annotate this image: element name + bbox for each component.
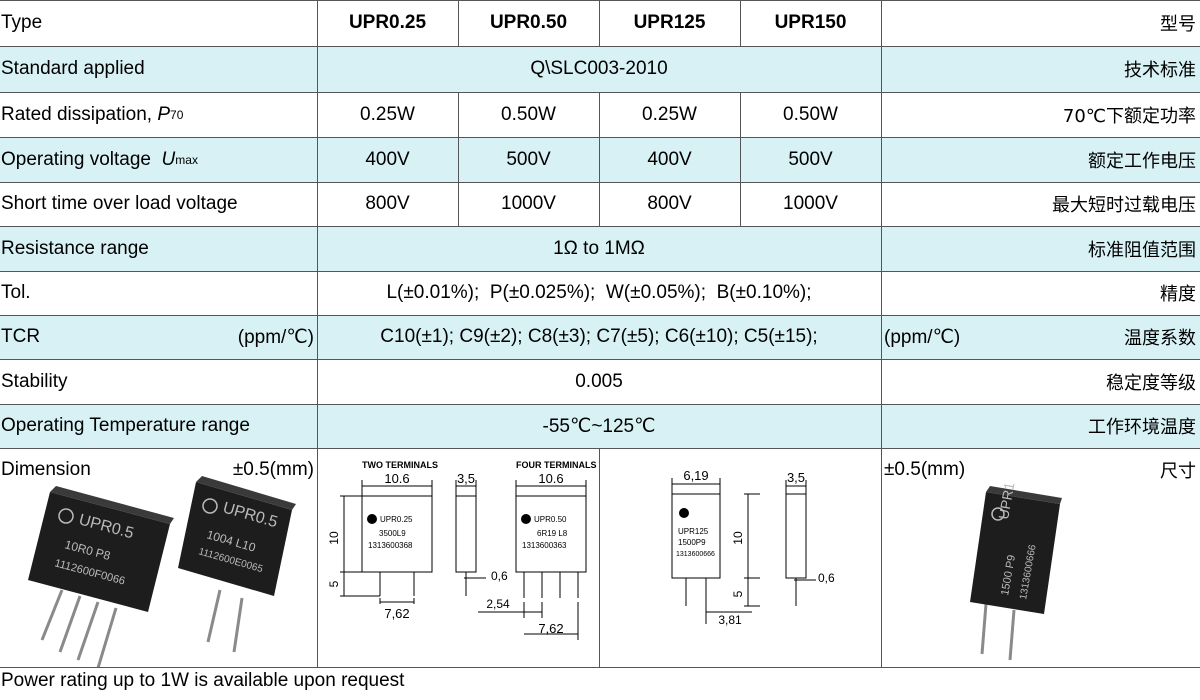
tcr-cn: 温度系数 [1124,328,1196,349]
short-label: Short time over load voltage [1,193,238,214]
short-value: 800V [365,193,410,214]
row-type: Type UPR0.25 UPR0.50 UPR125 UPR150 型号 [0,0,1200,46]
dimension-unit-right: ±0.5(mm) [884,459,966,480]
tcr-label: TCR [1,326,41,347]
opvolt-value: 500V [788,148,833,170]
dimension-drawing-upr025-050: TWO TERMINALS FOUR TERMINALS 10.6 3,5 10… [327,460,597,640]
short-value: 800V [647,193,692,214]
row-resistance: Resistance range 1Ω to 1MΩ 标准阻值范围 [0,226,1200,271]
short-cn: 最大短时过载电压 [1052,195,1196,216]
row-tol: Tol. L(±0.01%); P(±0.025%); W(±0.05%); B… [0,271,1200,315]
standard-label: Standard applied [1,58,145,79]
drawing-title-two: TWO TERMINALS [362,460,438,470]
row-tcr: TCR (ppm/℃) C10(±1); C9(±2); C8(±3); C7(… [0,315,1200,359]
label-two-line3: 1313600368 [368,541,413,550]
dimension-drawing-upr125-150: 6,19 3,5 10 5 0,6 3,81 UPR125 1500P9 131… [671,468,835,627]
dim-depth-upr125: 3,5 [787,470,805,485]
rated-subscript: 70 [170,107,184,122]
drawing-title-four: FOUR TERMINALS [516,460,597,470]
short-value: 1000V [783,193,838,214]
label-two-line2: 3500L9 [379,529,406,538]
dim-depth: 3,5 [457,471,475,486]
label-upr125-line2: 1500P9 [678,538,706,547]
dim-width-upr125: 6,19 [683,468,708,483]
rated-value: 0.50W [783,103,838,125]
label-upr125-line1: UPR125 [678,527,709,536]
row-standard: Standard applied Q\SLC003-2010 技术标准 [0,46,1200,92]
row-temp: Operating Temperature range -55℃~125℃ 工作… [0,404,1200,448]
rated-value: 0.25W [642,103,697,125]
model-upr025: UPR0.25 [348,12,427,33]
dimension-label: Dimension [1,459,91,480]
label-two-line1: UPR0.25 [380,515,413,524]
footer-note: Power rating up to 1W is available upon … [1,670,405,691]
tcr-unit-left: (ppm/℃) [237,326,314,348]
label-four-line3: 1313600363 [522,541,567,550]
label-four-line1: UPR0.50 [534,515,567,524]
dim-lead-length-upr125: 5 [731,590,745,597]
opvolt-symbol: U [161,148,176,170]
resistance-value: 1Ω to 1MΩ [553,237,645,259]
resistor-photo-right: UPR125 1500 P9 1313600666 [970,484,1062,661]
rated-text: Rated dissipation, [1,103,153,125]
type-cn: 型号 [1160,14,1196,35]
dimension-cn: 尺寸 [1160,461,1196,482]
resistance-cn: 标准阻值范围 [1088,239,1196,261]
opvolt-subscript: max [175,152,198,167]
opvolt-value: 500V [506,148,551,170]
dim-pitch-two: 7,62 [384,606,409,621]
rated-symbol: P [157,103,171,125]
temp-label: Operating Temperature range [1,415,250,436]
label-upr125-line3: 1313600666 [676,551,715,558]
tol-cn: 精度 [1160,284,1196,305]
model-upr050: UPR0.50 [489,12,568,33]
opvolt-cn: 额定工作电压 [1088,150,1196,172]
stability-value: 0.005 [575,370,623,392]
row-dimension: Dimension ±0.5(mm) ±0.5(mm) 尺寸 UPR0.5 10… [0,448,1200,668]
label-four-line2: 6R19 L8 [537,529,568,538]
stability-label: Stability [1,370,68,392]
short-value: 1000V [501,193,556,214]
rated-value: 0.50W [501,103,556,125]
tol-value: L(±0.01%); P(±0.025%); W(±0.05%); B(±0.1… [386,282,812,303]
dim-height: 10 [327,531,341,545]
dim-lead-dia-upr125: 0,6 [818,571,835,585]
dim-width-two: 10.6 [384,471,409,486]
opvolt-value: 400V [365,148,410,170]
dim-pitch-upr125: 3,81 [718,613,742,627]
model-upr125: UPR125 [633,12,706,33]
tcr-value: C10(±1); C9(±2); C8(±3); C7(±5); C6(±10)… [380,326,818,347]
temp-value: -55℃~125℃ [542,415,656,437]
type-label: Type [1,12,43,33]
row-stability: Stability 0.005 稳定度等级 [0,359,1200,404]
tol-label: Tol. [1,282,31,303]
row-short: Short time over load voltage 800V 1000V … [0,182,1200,226]
dim-height-upr125: 10 [731,531,745,545]
dimension-unit-left: ±0.5(mm) [232,459,314,480]
dim-pitch-small: 2,54 [486,597,510,611]
resistor-photo-left: UPR0.5 10R0 P8 1112600F0066 UPR0.5 1004 … [28,476,296,668]
rated-value: 0.25W [360,103,415,125]
standard-value: Q\SLC003-2010 [530,58,668,79]
dim-lead-length: 5 [327,580,341,587]
resistance-label: Resistance range [1,237,149,259]
standard-cn: 技术标准 [1124,60,1196,81]
dim-pitch-four: 7,62 [538,621,563,636]
opvolt-value: 400V [647,148,692,170]
model-upr150: UPR150 [774,12,847,33]
rated-cn: 70℃下额定功率 [1062,105,1196,127]
dim-width-four: 10.6 [538,471,563,486]
opvolt-text: Operating voltage [1,148,162,170]
tcr-unit-right: (ppm/℃) [884,326,961,348]
temp-cn: 工作环境温度 [1088,417,1196,438]
dim-lead-dia: 0,6 [491,569,508,583]
stability-cn: 稳定度等级 [1106,372,1196,394]
